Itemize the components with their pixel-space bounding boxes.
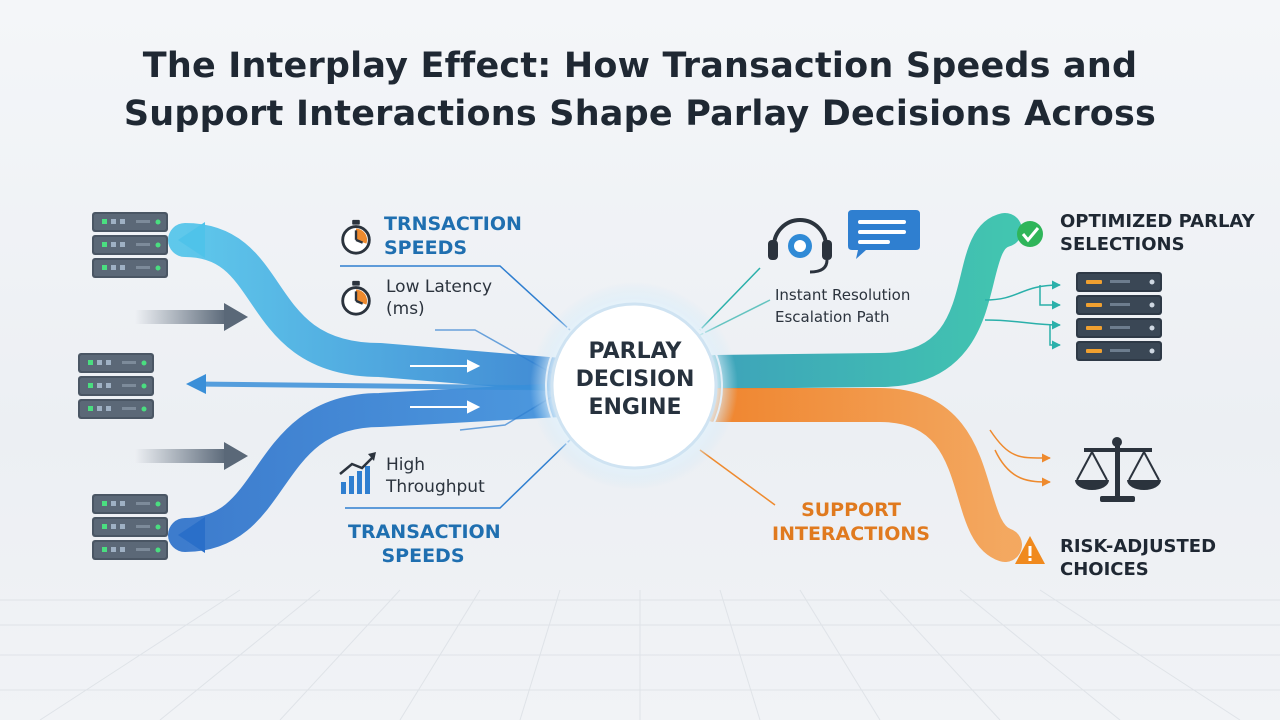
transaction-arrowhead-bottom [178, 517, 205, 553]
heading-line2: INTERACTIONS [772, 523, 930, 545]
warning-icon [1015, 536, 1045, 564]
heading-line1: SUPPORT [801, 499, 901, 521]
branch-connectors-orange [989, 429, 1051, 487]
support-flow-orange [698, 388, 1022, 562]
page-title: The Interplay Effect: How Transaction Sp… [60, 42, 1220, 138]
transaction-flow-bottom [168, 383, 577, 552]
heading-line2: SPEEDS [381, 545, 465, 567]
server-rack-icon [92, 212, 168, 278]
metric-line1: Low Latency [386, 277, 493, 297]
branch-connectors-teal [984, 280, 1061, 350]
support-item-escalation-path: Escalation Path [775, 308, 890, 326]
support-item-instant-resolution: Instant Resolution [775, 286, 911, 304]
server-rack-icon [1076, 272, 1162, 361]
high-throughput-label: High Throughput [386, 454, 485, 498]
engine-label-line3: ENGINE [588, 395, 682, 420]
transaction-speeds-heading-top: TRNSACTION SPEEDS [384, 212, 522, 260]
bar-chart-icon [339, 452, 376, 494]
outcome-line1: RISK-ADJUSTED [1060, 536, 1217, 557]
engine-circle [550, 302, 718, 470]
flow-direction-arrows [410, 359, 481, 414]
headset-icon [768, 218, 832, 274]
heading-line1: TRANSACTION [348, 521, 501, 543]
input-arrow-lower [135, 442, 248, 470]
engine-label-line2: DECISION [575, 367, 695, 392]
support-flow-teal [698, 213, 1022, 389]
outcome-line1: OPTIMIZED PARLAY [1060, 211, 1255, 232]
floor-grid [0, 589, 1280, 720]
heading-line1: TRNSACTION [384, 213, 522, 235]
server-rack-icon [78, 353, 154, 419]
support-interactions-heading: SUPPORT INTERACTIONS [760, 498, 942, 546]
chat-bubble-icon [848, 210, 920, 259]
optimized-parlay-label: OPTIMIZED PARLAY SELECTIONS [1060, 210, 1255, 256]
engine-ring [545, 297, 723, 475]
transaction-flow-top [168, 223, 577, 392]
engine-label-line1: PARLAY [588, 339, 682, 364]
metric-line2: (ms) [386, 299, 425, 319]
outcome-line2: SELECTIONS [1060, 234, 1185, 255]
engine-label: PARLAY DECISION ENGINE [552, 338, 718, 422]
page-title-line1: The Interplay Effect: How Transaction Sp… [142, 46, 1138, 86]
transaction-arrowhead-middle [186, 374, 206, 394]
balance-scale-icon [1075, 437, 1161, 502]
support-items: Instant Resolution Escalation Path [775, 284, 910, 328]
risk-adjusted-label: RISK-ADJUSTED CHOICES [1060, 535, 1216, 581]
metric-line2: Throughput [386, 477, 485, 497]
server-rack-icon [92, 494, 168, 560]
input-arrow-upper [135, 303, 248, 331]
heading-line2: SPEEDS [384, 237, 468, 259]
stopwatch-icon [341, 218, 371, 255]
stopwatch-icon [341, 279, 371, 316]
connector-lines [340, 265, 776, 509]
page-title-line2: Support Interactions Shape Parlay Decisi… [123, 94, 1157, 134]
transaction-flow-middle [194, 381, 561, 391]
low-latency-label: Low Latency (ms) [386, 276, 492, 320]
check-circle-icon [1017, 221, 1043, 247]
transaction-arrowhead-top [178, 222, 205, 258]
outcome-line2: CHOICES [1060, 559, 1149, 580]
metric-line1: High [386, 455, 426, 475]
transaction-speeds-heading-bottom: TRANSACTION SPEEDS [348, 520, 501, 568]
